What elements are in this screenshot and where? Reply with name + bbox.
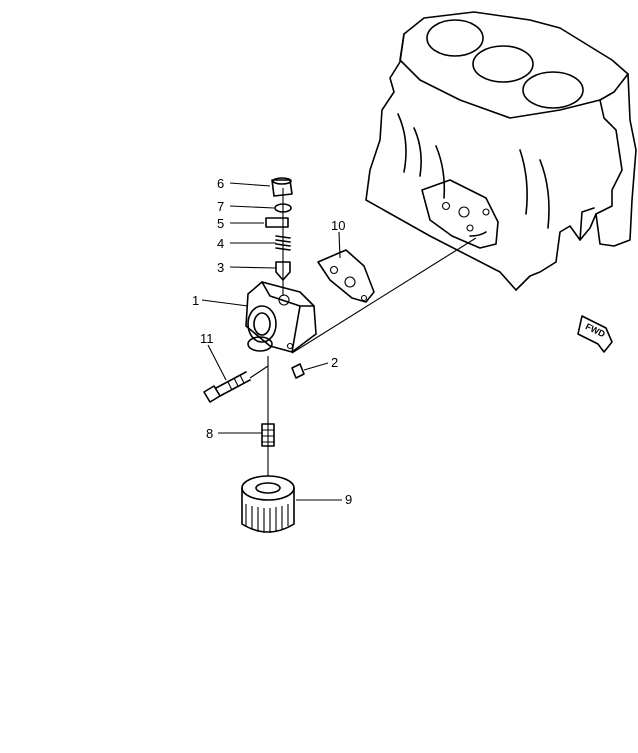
callout-5: 5 [217,216,224,231]
callout-4: 4 [217,236,224,251]
drain-plug [291,363,305,379]
mounting-bolt [203,365,269,403]
oil-filter [241,475,295,533]
mounting-hole [466,224,474,232]
valve [275,261,291,281]
mounting-pad [421,179,499,249]
callout-3: 3 [217,260,224,275]
callout-2: 2 [331,355,338,370]
forward-label: FWD [584,321,607,339]
callout-6: 6 [217,176,224,191]
mounting-hole [458,206,470,218]
gasket [317,249,375,303]
assembly-centerline [291,237,477,354]
filter-head-body [245,281,317,353]
engine-block [365,11,637,291]
cylinder-bore [426,19,484,57]
plug [271,177,293,197]
o-ring [274,203,292,213]
callout-11: 11 [200,331,214,346]
cylinder-bore [472,45,534,83]
filter-head-port [247,305,277,343]
mounting-hole [441,201,451,211]
connector-stud [261,423,275,447]
callout-10: 10 [331,218,345,233]
callout-1: 1 [192,293,199,308]
mounting-hole [482,208,490,216]
forward-arrow-icon: FWD [577,315,613,353]
leader-lines [201,182,342,501]
cylinder-bore [522,71,584,109]
callout-8: 8 [206,426,213,441]
callout-7: 7 [217,199,224,214]
callout-9: 9 [345,492,352,507]
spring [275,235,291,251]
spacer [265,217,289,228]
